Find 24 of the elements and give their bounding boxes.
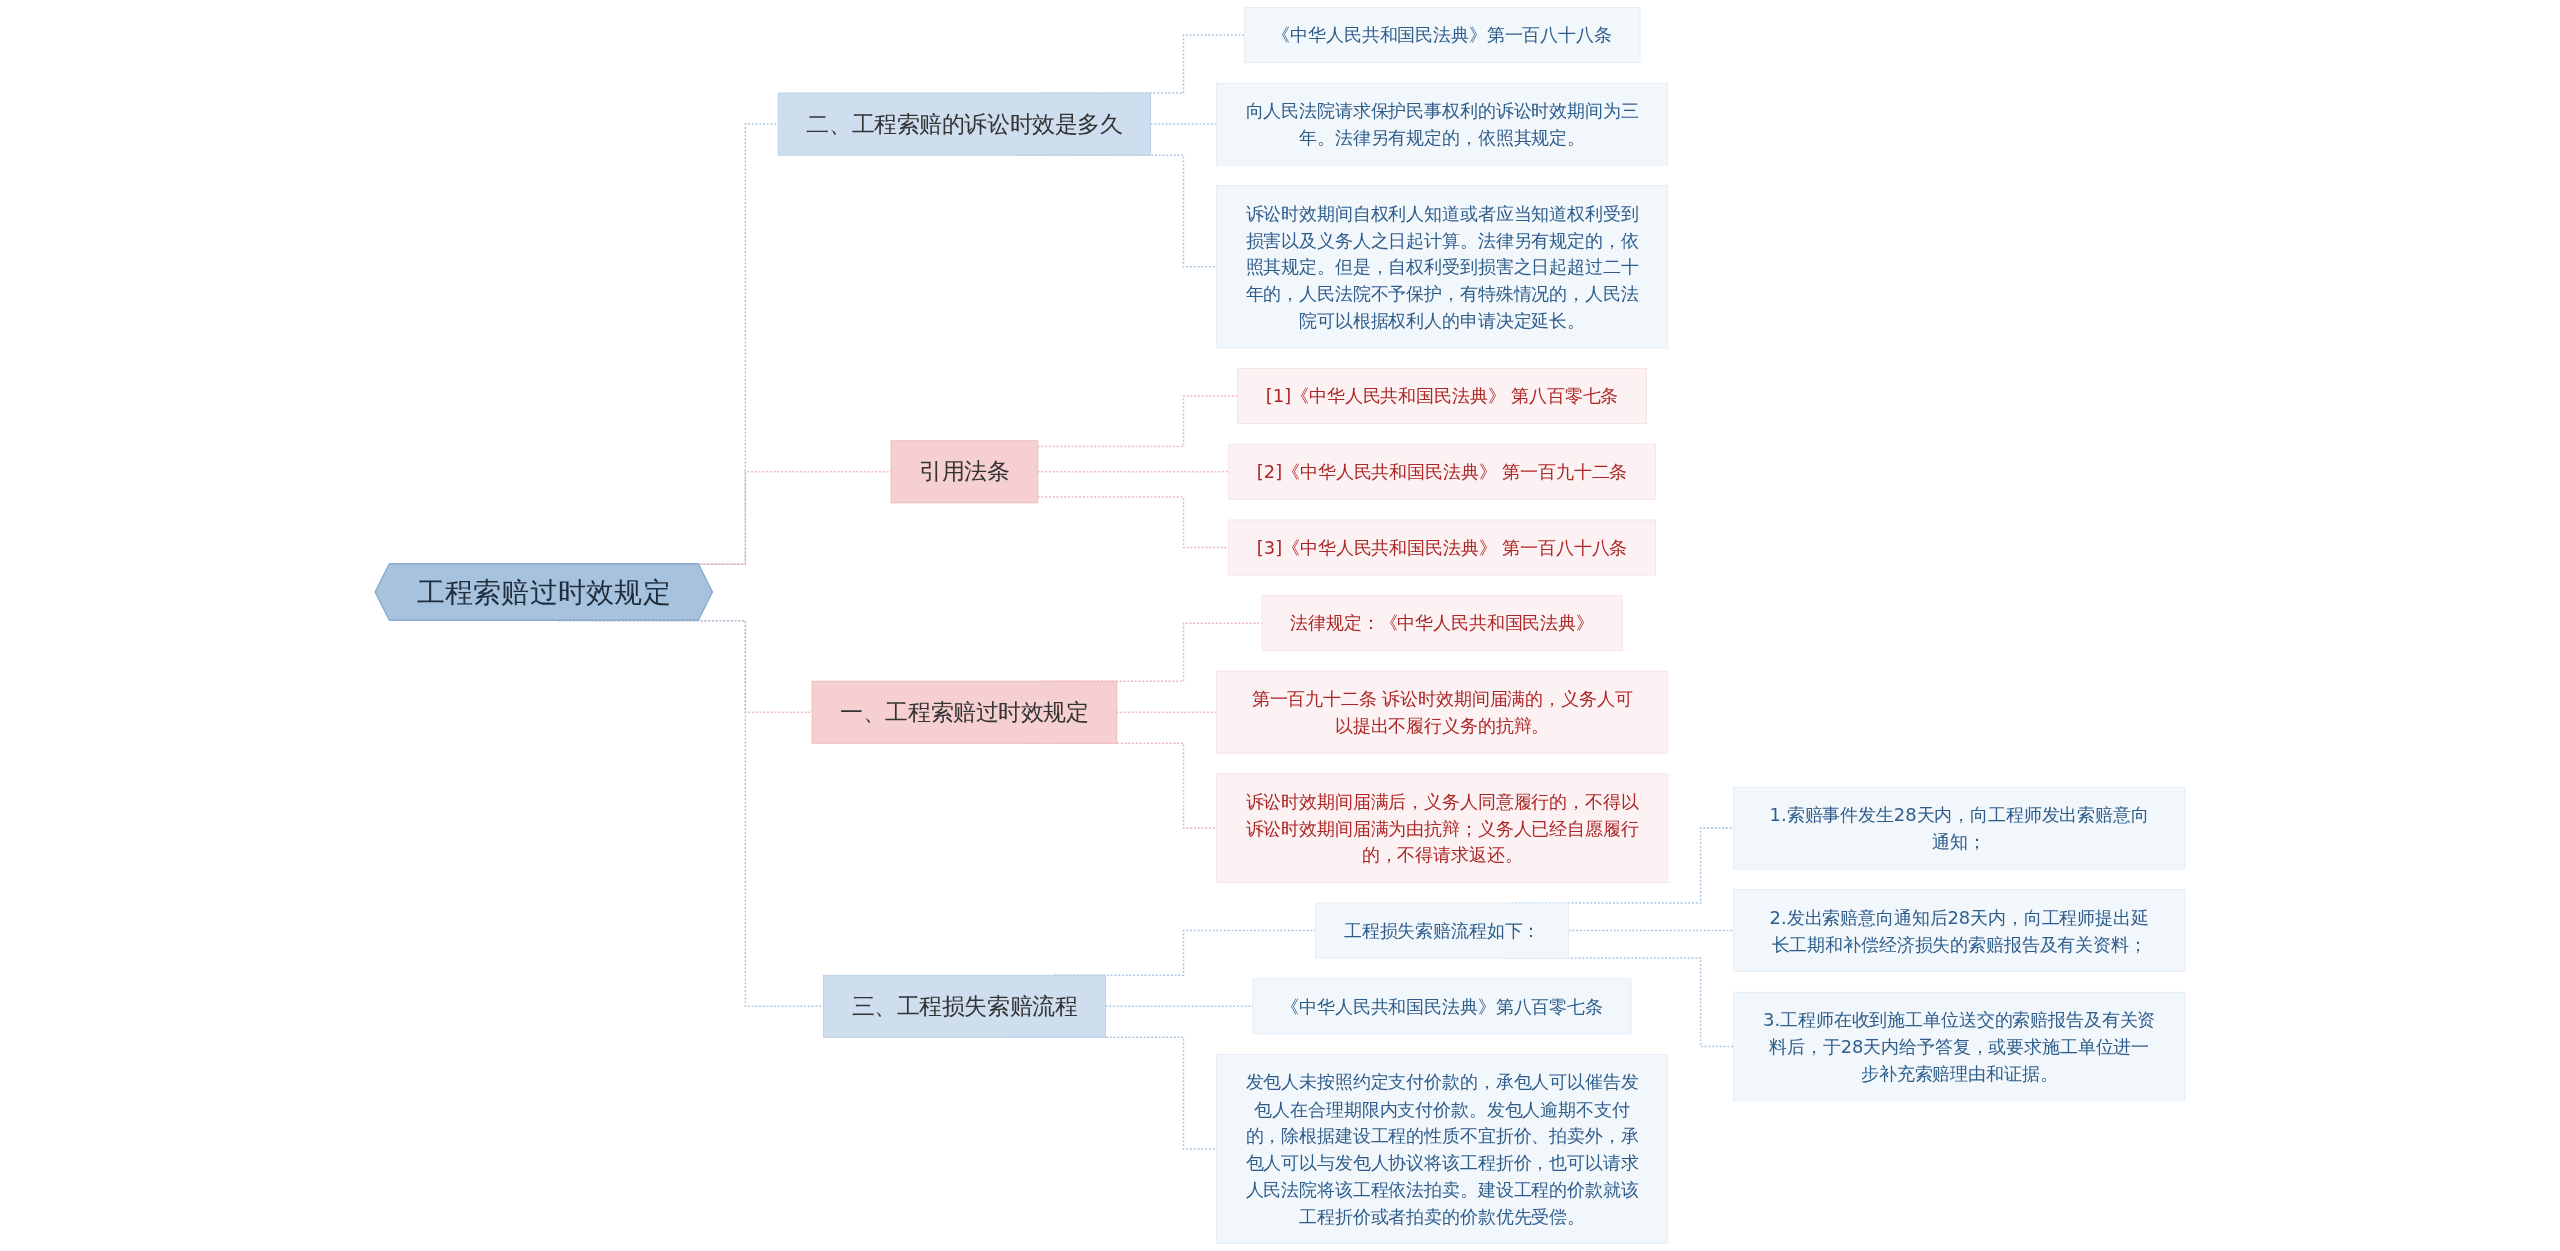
connector	[1037, 395, 1239, 448]
node-box: [3]《中华人民共和国民法典》 第一百八十八条	[1228, 519, 1656, 576]
node-box: 诉讼时效期间届满后，义务人同意履行的，不得以诉讼时效期间届满为由抗辩；义务人已经自愿履行的，不得请求返还。	[1215, 773, 1669, 883]
node-box: 2.发出索赔意向通知后28天内，向工程师提出延长工期和补偿经济损失的索赔报告及有关资料；	[1733, 889, 2186, 972]
node-box: 《中华人民共和国民法典》第八百零七条	[1252, 978, 1632, 1035]
node-box: 发包人未按照约定支付价款的，承包人可以催告发包人在合理期限内支付价款。发包人逾期不支付的，除根据建设工程的性质不宜折价、拍卖外，承包人可以与发包人协议将该工程折价，也可以请求人民法院将该工程依法拍卖。建设工程的价款就该工程折价或者拍卖的价款优先受偿。	[1215, 1054, 1669, 1244]
node-box: 法律规定：《中华人民共和国民法典》	[1261, 595, 1623, 652]
node-box: 第一百九十二条 诉讼时效期间届满的，义务人可以提出不履行义务的抗辩。	[1215, 670, 1669, 754]
node-box: 引用法条	[890, 440, 1039, 504]
node-box: 诉讼时效期间自权利人知道或者应当知道权利受到损害以及义务人之日起计算。法律另有规定的，依照其规定。但是，自权利受到损害之日起超过二十年的，人民法院不予保护，有特殊情况的，人民法院可以根据权利人的申请决定延长。	[1215, 185, 1669, 349]
node-box: 三、工程损失索赔流程	[822, 974, 1106, 1038]
connector	[1567, 929, 1735, 932]
connector	[1149, 123, 1218, 125]
node-box: [2]《中华人民共和国民法典》 第一百九十二条	[1228, 443, 1656, 500]
node-box: 二、工程索赔的诉讼时效是多久	[777, 92, 1152, 156]
node-box: 一、工程索赔过时效规定	[811, 680, 1118, 744]
connector	[1037, 471, 1230, 473]
node-box: 1.索赔事件发生28天内，向工程师发出索赔意向通知；	[1733, 786, 2186, 870]
node-box: 《中华人民共和国民法典》第一百八十八条	[1243, 7, 1641, 63]
connector	[1116, 711, 1218, 713]
node-box: 工程损失索赔流程如下：	[1315, 902, 1569, 959]
node-box: [1]《中华人民共和国民法典》 第八百零七条	[1237, 368, 1648, 425]
node-box: 3.工程师在收到施工单位送交的索赔报告及有关资料后，于28天内给予答复，或要求施工单位进一步补充索赔理由和证据。	[1733, 991, 2186, 1102]
node-box: 向人民法院请求保护民事权利的诉讼时效期间为三年。法律另有规定的，依照其规定。	[1215, 82, 1669, 166]
